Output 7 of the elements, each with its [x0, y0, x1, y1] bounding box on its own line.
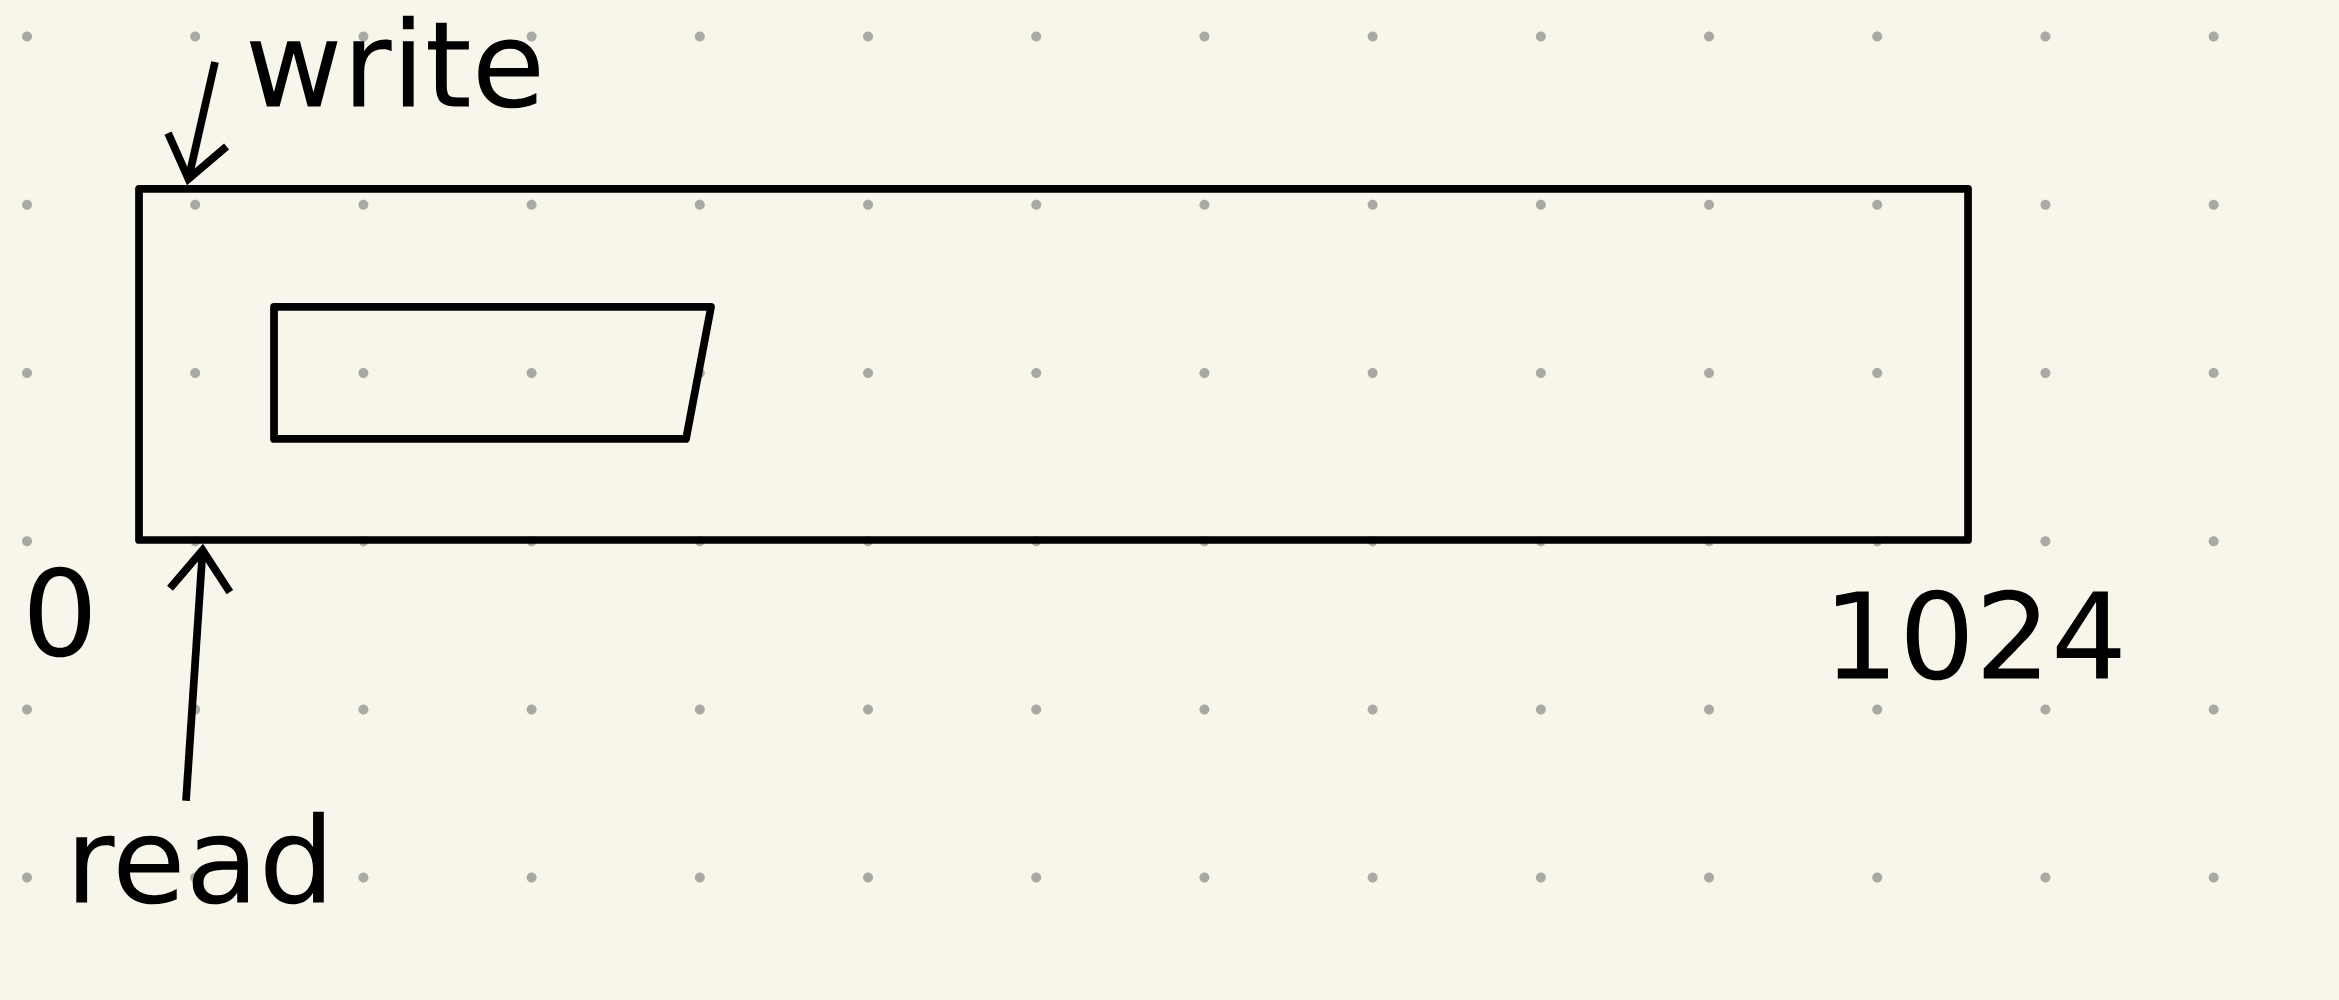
handwritten-label: write — [249, 15, 539, 109]
inner-box — [270, 303, 715, 443]
handwritten-label: read — [76, 811, 324, 905]
arrow — [167, 543, 234, 802]
buffer-box — [135, 185, 1972, 544]
axis-label: 0 — [29, 566, 91, 658]
axis-label: 1024 — [1836, 589, 2121, 681]
